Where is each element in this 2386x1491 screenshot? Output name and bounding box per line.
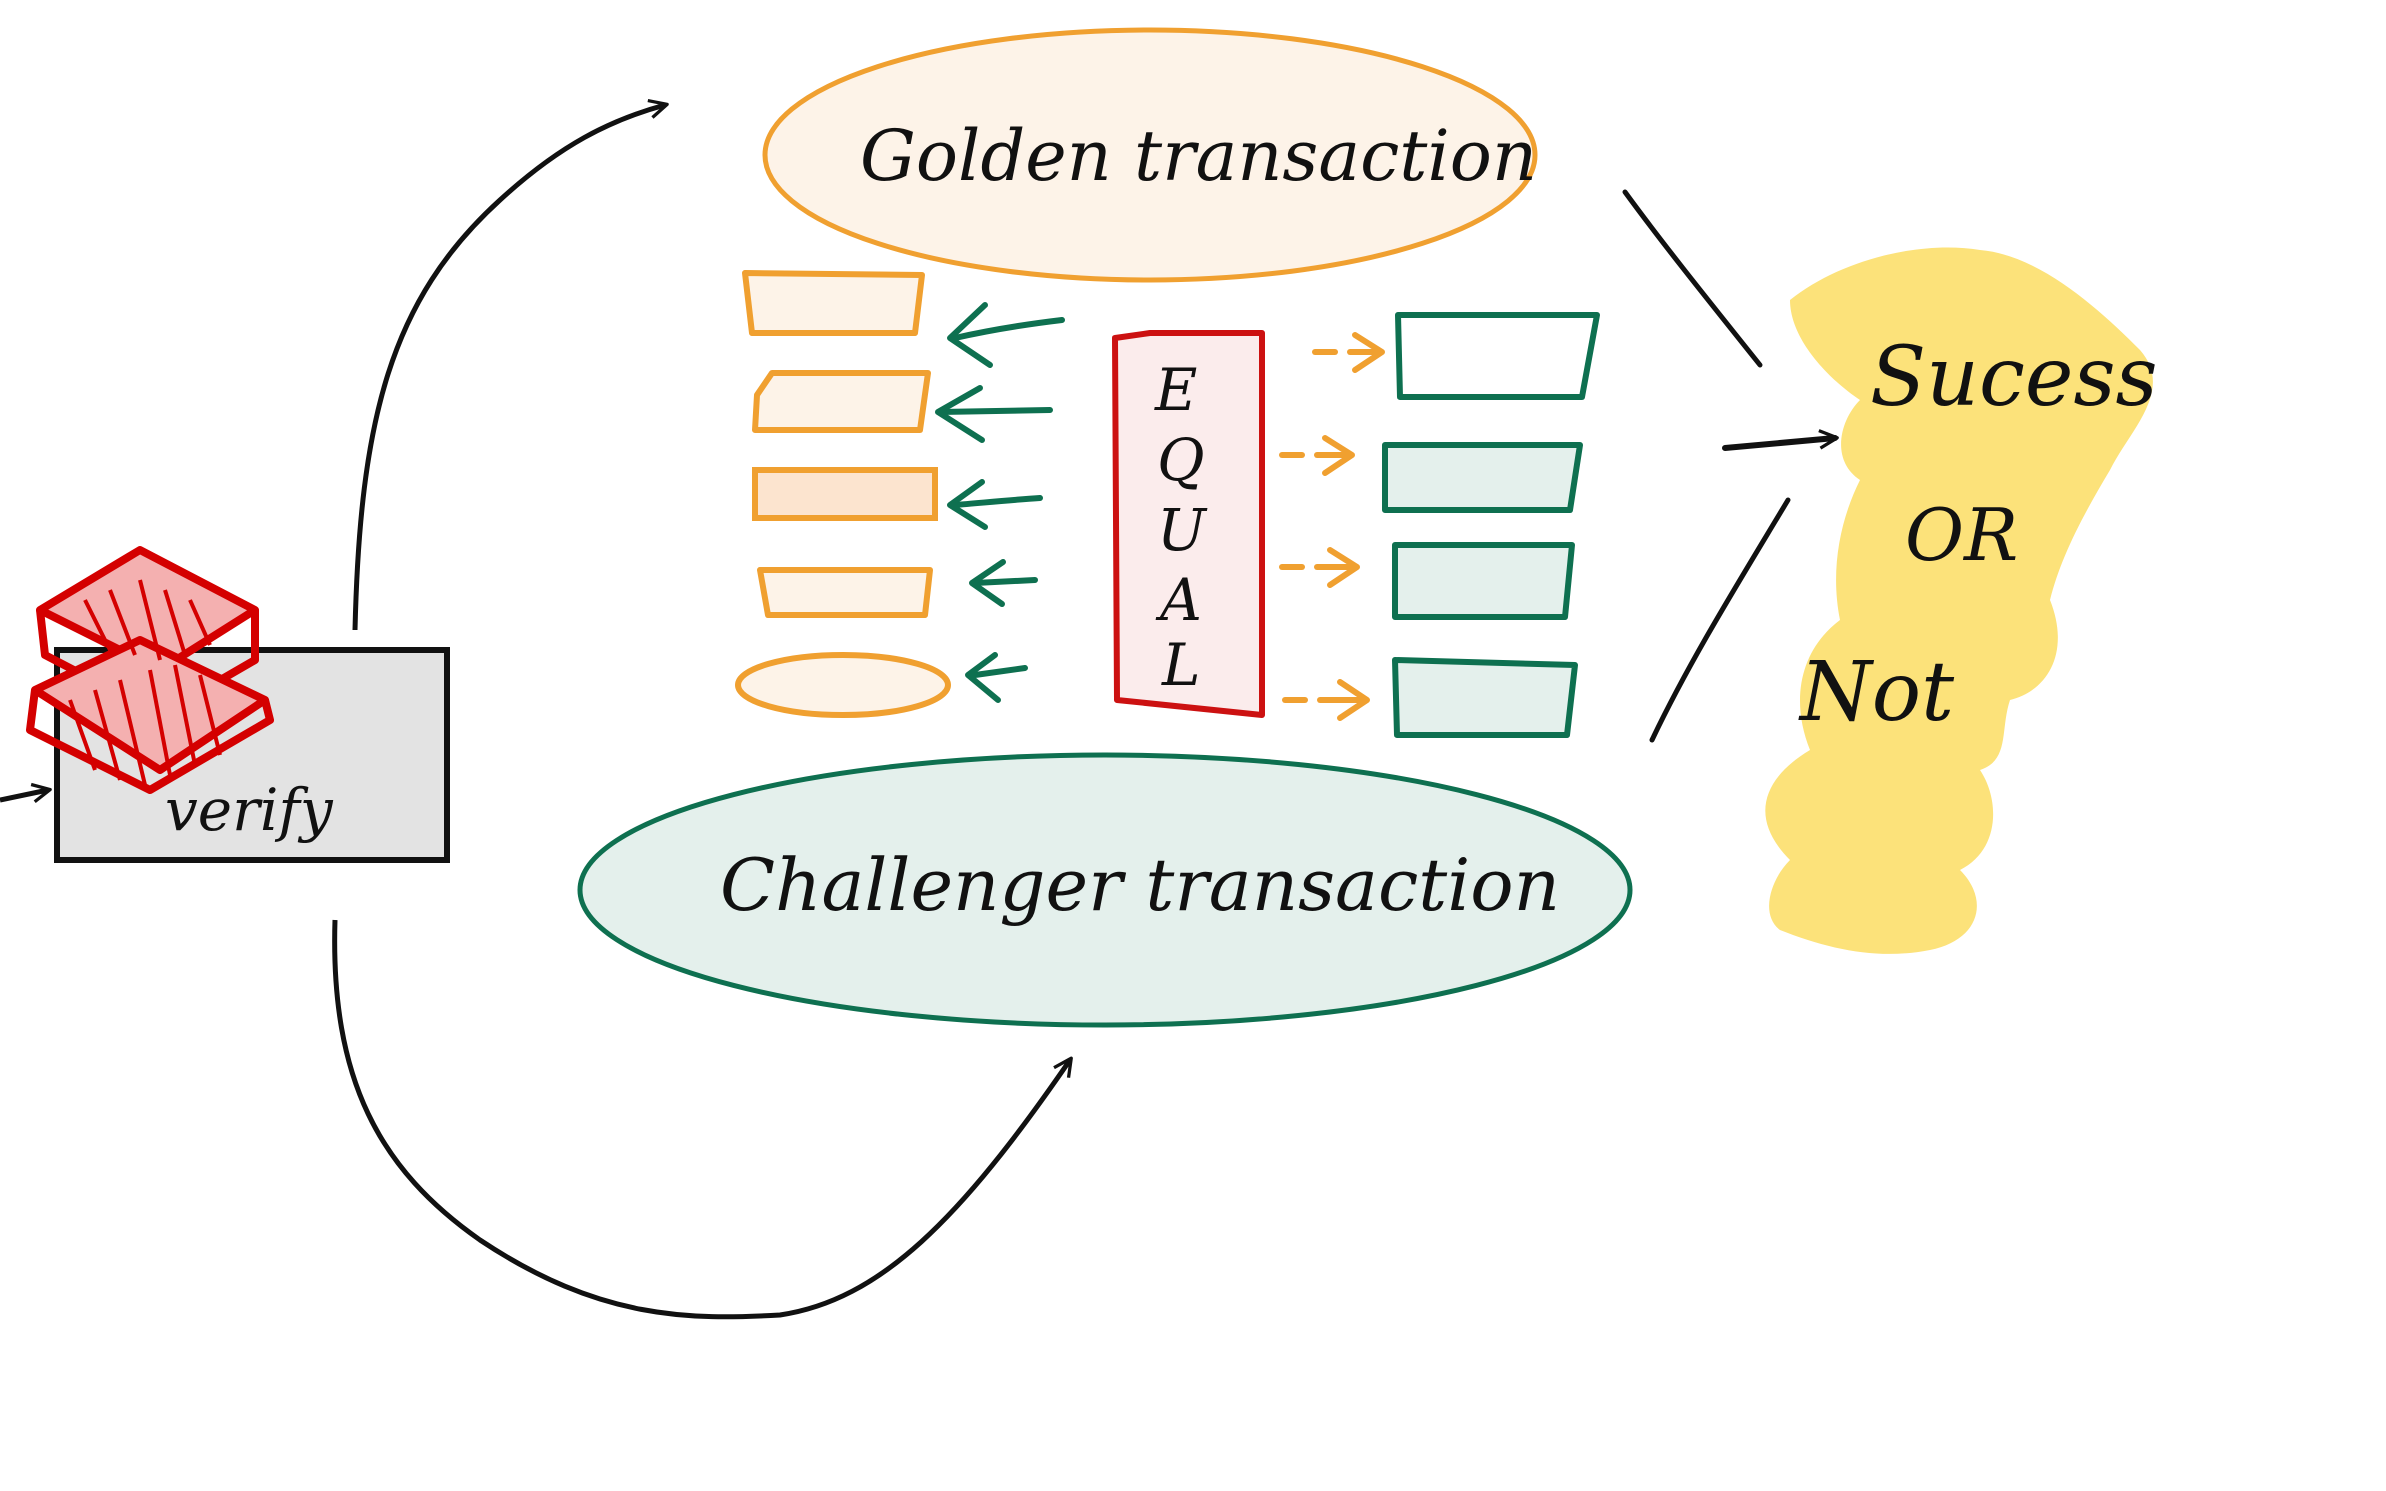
green-arrow-1 (947, 302, 1065, 368)
arrow-verify-to-challenger (332, 919, 1073, 1320)
equal-bar-rect (1112, 330, 1265, 718)
line-golden-to-result (1622, 189, 1763, 368)
challenger-transaction-ellipse (577, 752, 1633, 1028)
stacked-layers-icon (26, 546, 274, 794)
green-arrow-5 (965, 652, 1028, 703)
challenger-shape-2 (1382, 442, 1583, 513)
equal-letter-a: A (1155, 566, 1202, 634)
orange-arrow-1 (1312, 332, 1385, 373)
challenger-transaction-label: Challenger transaction (720, 843, 1560, 927)
verify-label: verify (165, 776, 334, 844)
equal-letter-l: L (1161, 631, 1201, 699)
equal-letter-e: E (1154, 356, 1197, 424)
verify-component: verify (0, 546, 450, 863)
result-not-label: Not (1798, 645, 1955, 740)
golden-shape-3 (752, 467, 938, 521)
golden-shape-4 (757, 567, 933, 618)
green-left-arrows (935, 302, 1065, 703)
equal-letter-q: Q (1157, 426, 1205, 494)
orange-arrow-4 (1282, 679, 1370, 721)
challenger-shape-4 (1392, 657, 1578, 738)
golden-shapes (735, 270, 951, 718)
result-success-label: Sucess (1870, 330, 2158, 425)
golden-shape-5 (735, 652, 951, 718)
result-highlight-blob (1765, 247, 2153, 954)
line-challenger-to-result (1649, 497, 1791, 743)
result-or-label: OR (1905, 493, 2018, 577)
green-arrow-2 (935, 385, 1053, 443)
golden-shape-2 (752, 370, 931, 433)
orange-arrow-3 (1279, 547, 1360, 588)
challenger-shape-1 (1395, 312, 1600, 400)
arrow-to-result (1722, 429, 1839, 451)
challenger-shape-3 (1392, 542, 1575, 620)
equal-letter-u: U (1157, 496, 1208, 564)
challenger-shapes (1382, 312, 1600, 738)
golden-shape-1 (742, 270, 925, 336)
equal-bar: E Q U A L (1112, 330, 1265, 718)
arrow-verify-to-golden (352, 98, 669, 631)
golden-transaction-ellipse (762, 27, 1538, 283)
green-arrow-3 (947, 479, 1043, 530)
orange-arrow-2 (1279, 435, 1355, 476)
orange-right-arrows (1279, 332, 1385, 721)
golden-transaction-label: Golden transaction (860, 115, 1537, 197)
green-arrow-4 (969, 559, 1038, 607)
incoming-arrow (0, 782, 52, 804)
